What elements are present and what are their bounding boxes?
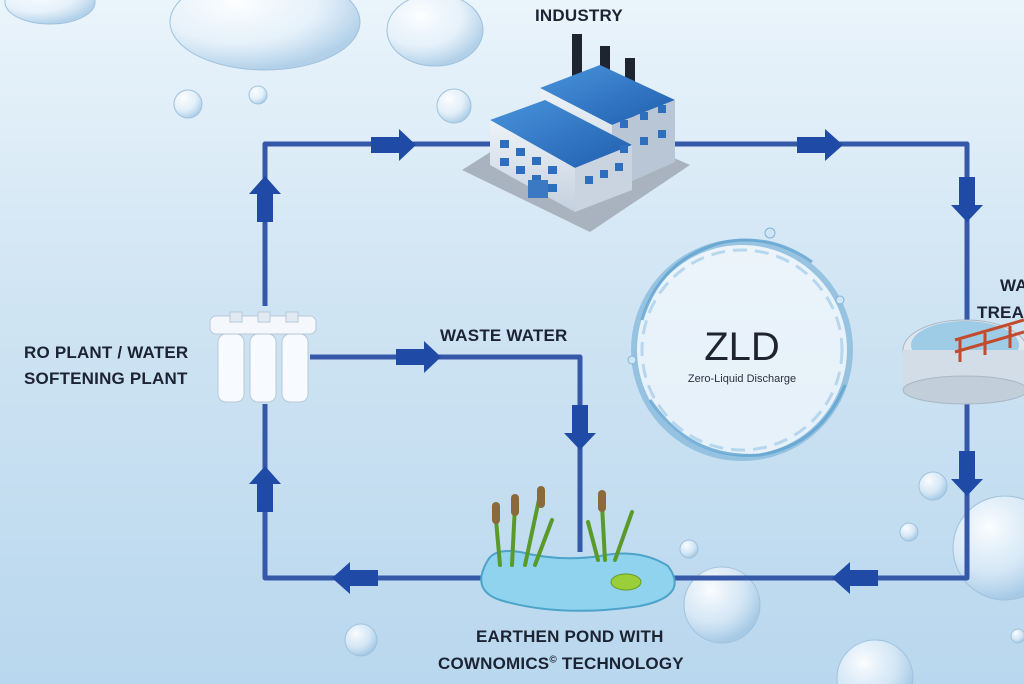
treatment-label-line1: WA <box>1000 276 1024 295</box>
pipe-pond-to-ro <box>262 404 488 581</box>
arrow-down-icon <box>951 451 983 496</box>
pond-label-line2: COWNOMICS© TECHNOLOGY <box>438 654 684 674</box>
treatment-plant-icon <box>902 318 1024 405</box>
copyright-mark: © <box>549 654 557 666</box>
arrow-right-icon <box>396 341 441 373</box>
pond-label-tail: TECHNOLOGY <box>556 654 684 673</box>
arrow-right-icon <box>371 129 416 161</box>
pond-label-brand: COWNOMICS <box>438 654 550 673</box>
flow-arrows <box>249 129 983 594</box>
pond-icon <box>480 486 676 612</box>
industry-label: INDUSTRY <box>535 6 623 25</box>
zld-subtitle: Zero-Liquid Discharge <box>688 373 796 385</box>
waste-water-label: WASTE WATER <box>440 326 568 345</box>
zld-title: ZLD <box>704 325 780 369</box>
pipe-industry-to-treatment <box>675 141 970 325</box>
zld-emblem: ZLD Zero-Liquid Discharge <box>627 227 853 461</box>
ro-plant-label-line1: RO PLANT / WATER <box>24 343 189 362</box>
arrow-left-icon <box>332 562 378 594</box>
treatment-label-line2: TREA <box>977 303 1024 322</box>
arrow-right-icon <box>797 129 843 161</box>
arrow-down-icon <box>951 177 983 222</box>
pipe-ro-to-waste <box>310 354 583 552</box>
arrow-down-icon <box>564 405 596 450</box>
pond-label-line1: EARTHEN POND WITH <box>476 627 664 646</box>
arrow-up-icon <box>249 466 281 512</box>
pipe-ro-to-industry <box>262 141 505 306</box>
ro-plant-label-line2: SOFTENING PLANT <box>24 369 188 388</box>
background-droplets <box>4 0 1024 684</box>
arrow-up-icon <box>249 176 281 222</box>
industry-icon <box>462 34 690 232</box>
arrow-left-icon <box>832 562 878 594</box>
ro-plant-icon <box>209 311 317 403</box>
